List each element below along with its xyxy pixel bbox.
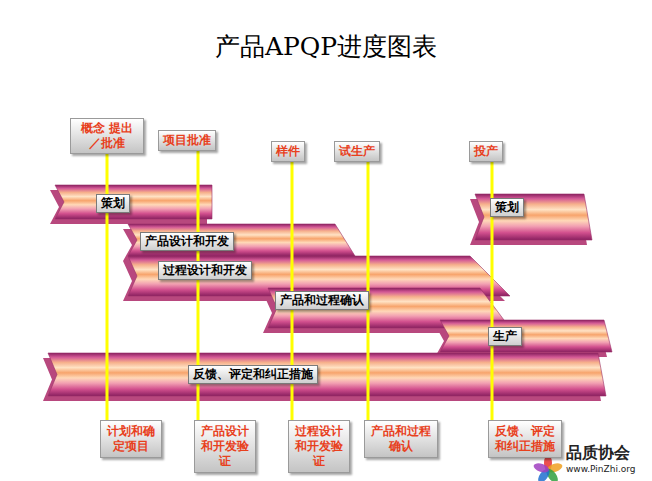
phase-label: 策划 <box>490 198 524 217</box>
node-text: 反馈、评定和纠正措施 <box>493 424 557 454</box>
node-text: 样件 <box>276 144 300 159</box>
milestone-box: 样件 <box>271 141 305 162</box>
milestone-box: 试生产 <box>334 141 380 162</box>
watermark-text: 品质协会 <box>566 443 630 464</box>
phase-label: 策划 <box>96 194 130 213</box>
phase-label: 过程设计和开发 <box>158 261 252 280</box>
node-text: 产品和过程确认 <box>280 293 364 308</box>
phase-label: 产品设计和开发 <box>140 232 234 251</box>
node-text: 计划和确定项目 <box>105 424 157 454</box>
chart-title: 产品APQP进度图表 <box>0 30 652 63</box>
node-text: 试生产 <box>339 144 375 159</box>
node-text: 项目批准 <box>163 133 211 148</box>
node-text: 策划 <box>495 200 519 215</box>
watermark-text: www.PinZhi.org <box>566 464 636 474</box>
ribbon-band <box>440 320 612 352</box>
deliverable-box: 产品和过程确认 <box>364 420 438 458</box>
milestone-box: 投产 <box>469 141 503 162</box>
node-text: 投产 <box>474 144 498 159</box>
node-text: 产品和过程确认 <box>369 424 433 454</box>
ribbon-band <box>128 224 355 256</box>
deliverable-box: 计划和确定项目 <box>100 420 162 458</box>
phase-label: 生产 <box>488 327 522 346</box>
phase-label: 反馈、评定和纠正措施 <box>188 365 318 384</box>
node-text: 产品设计和开发验证 <box>199 424 251 469</box>
node-text: 过程设计和开发 <box>163 263 247 278</box>
node-text: 产品设计和开发 <box>145 234 229 249</box>
ribbon-band <box>48 353 606 396</box>
node-text: 概念 提出／批准 <box>75 121 139 151</box>
milestone-box: 概念 提出／批准 <box>70 118 144 154</box>
node-text: 策划 <box>101 196 125 211</box>
deliverable-box: 反馈、评定和纠正措施 <box>488 420 562 458</box>
phase-label: 产品和过程确认 <box>275 291 369 310</box>
node-text: 过程设计和开发验证 <box>293 424 345 469</box>
node-text: 生产 <box>493 329 517 344</box>
milestone-box: 项目批准 <box>158 130 216 151</box>
node-text: 反馈、评定和纠正措施 <box>193 367 313 382</box>
deliverable-box: 过程设计和开发验证 <box>288 420 350 473</box>
logo-petal <box>532 462 550 475</box>
deliverable-box: 产品设计和开发验证 <box>194 420 256 473</box>
ribbon-band <box>55 185 212 219</box>
